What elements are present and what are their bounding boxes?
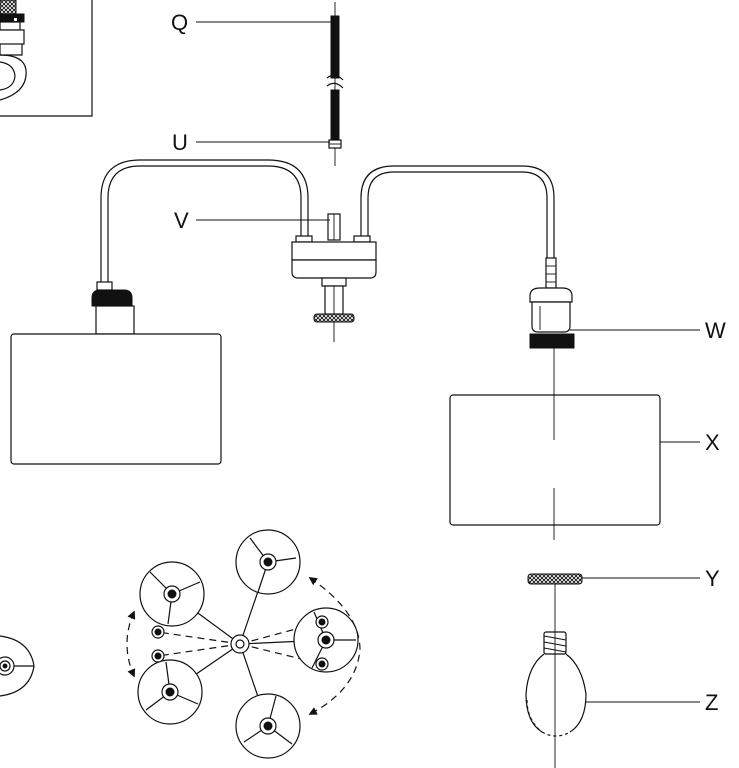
center-hub [291, 213, 377, 342]
right-arm-tube [360, 165, 555, 262]
rotation-arrow-left [126, 610, 136, 678]
callout-label-z: Z [705, 690, 718, 715]
callout-U: U [172, 130, 330, 155]
left-shade [10, 333, 222, 465]
callout-Q: Q [171, 10, 335, 35]
left-arm-tube [100, 159, 309, 290]
callout-W: W [570, 318, 726, 343]
finial-knob [527, 573, 583, 585]
light-bulb [525, 630, 587, 768]
callout-Y: Y [582, 566, 720, 591]
callout-V: V [174, 208, 330, 233]
plan-shade-3 [293, 607, 359, 673]
callout-label-x: X [705, 430, 720, 455]
inset-detail [0, 0, 93, 117]
hanging-rod [326, 2, 344, 166]
plan-shade-5 [235, 693, 301, 759]
rotation-arrow-right [308, 577, 361, 715]
callout-X: X [660, 430, 720, 455]
partial-bulb-detail [0, 635, 35, 697]
plan-shade-2 [235, 529, 301, 595]
callout-label-y: Y [705, 566, 720, 591]
callout-label-u: U [172, 130, 188, 155]
callout-label-q: Q [171, 10, 188, 35]
plan-view-rotation [126, 529, 361, 759]
right-shade [449, 394, 661, 526]
plan-shade-4 [137, 659, 203, 725]
callout-label-v: V [174, 208, 189, 233]
plan-shade-1 [139, 561, 205, 627]
callout-Z: Z [586, 690, 718, 715]
right-socket [529, 257, 575, 349]
inset-threaded-socket [0, 0, 27, 101]
callout-label-w: W [705, 318, 726, 343]
left-socket [91, 281, 135, 335]
